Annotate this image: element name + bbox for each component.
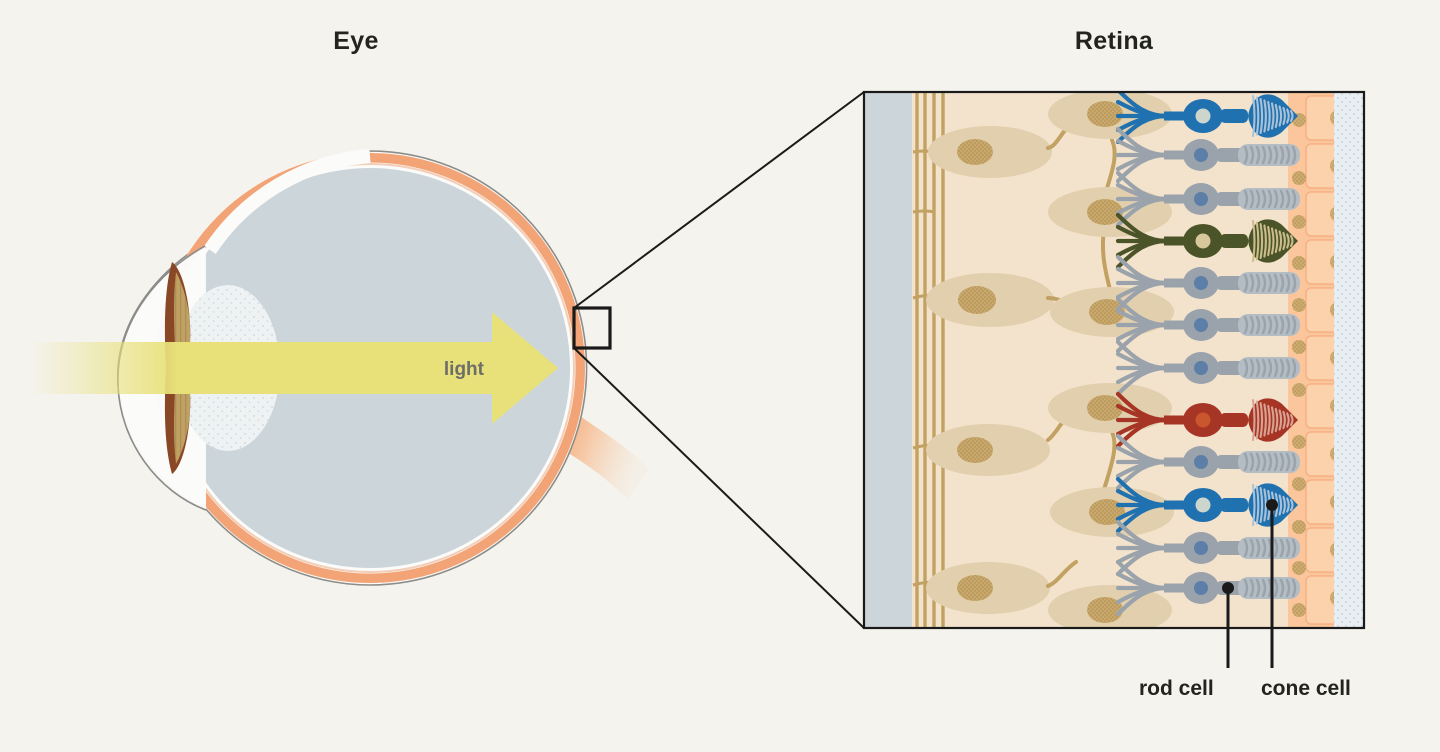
cell-nucleus	[1195, 497, 1211, 513]
cell-nucleus	[1194, 148, 1208, 162]
inner-segment	[1216, 361, 1244, 375]
page-title-eye: Eye	[333, 27, 379, 55]
inner-segment	[1216, 148, 1244, 162]
eye-illustration: light	[30, 149, 648, 586]
inner-segment	[1220, 413, 1248, 427]
inner-segment	[1220, 498, 1248, 512]
rod-discs	[1243, 145, 1297, 165]
cone-cell	[1115, 212, 1298, 270]
inner-segment	[1220, 234, 1248, 248]
annotation-leaders	[1222, 499, 1278, 668]
annotation-label-rod-cell: rod cell	[1139, 677, 1214, 700]
cell-nucleus	[1194, 361, 1208, 375]
page-title-retina: Retina	[1074, 27, 1154, 55]
rod-discs	[1243, 578, 1297, 598]
outer-segment-rod	[1238, 272, 1300, 294]
rod-discs	[1243, 452, 1297, 472]
rod-cell	[1115, 126, 1300, 184]
inner-segment	[1216, 541, 1244, 555]
rod-cell	[1115, 339, 1300, 397]
nerve-fiber-layer	[915, 92, 945, 628]
outer-segment-rod	[1238, 188, 1300, 210]
sclera-inner-highlight	[204, 149, 371, 254]
cell-nucleus	[1194, 455, 1208, 469]
rod-cell	[1115, 296, 1300, 354]
cell-nucleus	[1194, 276, 1208, 290]
inner-segment	[1216, 455, 1244, 469]
cell-nucleus	[1195, 233, 1211, 249]
photoreceptor-layer	[1115, 92, 1300, 617]
rod-cell	[1115, 559, 1300, 617]
outer-segment-rod	[1238, 577, 1300, 599]
cone-discs	[1251, 398, 1294, 442]
callout-lines	[573, 91, 865, 629]
inner-segment	[1216, 318, 1244, 332]
cell-nucleus	[1195, 108, 1211, 124]
rod-cell	[1115, 170, 1300, 228]
cell-nucleus	[1194, 581, 1208, 595]
cone-cell	[1115, 391, 1298, 449]
outer-segment-rod	[1238, 537, 1300, 559]
pigment-granules	[1292, 113, 1306, 617]
inner-segment	[1216, 192, 1244, 206]
rod-cell	[1115, 254, 1300, 312]
outer-segment-rod	[1238, 144, 1300, 166]
rod-discs	[1243, 315, 1297, 335]
choroid-layer	[1334, 92, 1364, 628]
outer-segment-rod	[1238, 357, 1300, 379]
inner-segment	[1216, 276, 1244, 290]
rod-discs	[1243, 358, 1297, 378]
light-arrow: light	[30, 312, 558, 424]
retina-illustration	[862, 90, 1366, 630]
retina-vitreous-strip	[864, 92, 912, 628]
light-arrow-label: light	[444, 359, 485, 380]
cell-nucleus	[1194, 192, 1208, 206]
retina-panel-border	[862, 90, 1366, 630]
ganglion-cell-group	[912, 126, 1054, 614]
cone-discs	[1251, 219, 1294, 263]
rod-discs	[1243, 189, 1297, 209]
outer-segment-rod	[1238, 451, 1300, 473]
outer-segment-rod	[1238, 314, 1300, 336]
cell-nucleus	[1194, 541, 1208, 555]
inner-segment	[1220, 109, 1248, 123]
callout-zoom-box	[572, 306, 612, 350]
cone-discs	[1251, 94, 1294, 138]
annotation-label-cone-cell: cone cell	[1261, 677, 1351, 700]
cell-nucleus	[1194, 318, 1208, 332]
rod-cell	[1115, 433, 1300, 491]
cell-nucleus	[1195, 412, 1211, 428]
rod-discs	[1243, 273, 1297, 293]
